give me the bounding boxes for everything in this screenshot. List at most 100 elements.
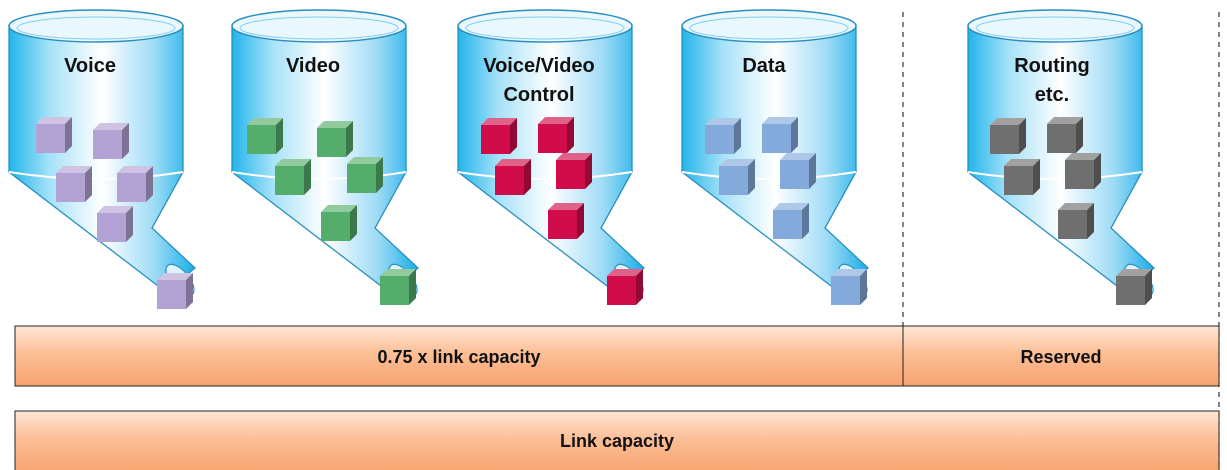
cube-front-face bbox=[1058, 210, 1087, 239]
cube-top-face bbox=[97, 206, 133, 213]
cube-side-face bbox=[791, 117, 798, 153]
cube-top-face bbox=[56, 166, 92, 173]
funnel-seam bbox=[8, 171, 184, 180]
funnel-seam bbox=[231, 171, 407, 180]
funnel-rim bbox=[8, 9, 184, 43]
reserved-capacity-bar bbox=[902, 325, 1220, 387]
cube-side-face bbox=[734, 118, 741, 154]
cube-front-face bbox=[380, 276, 409, 305]
cube-front-face bbox=[93, 130, 122, 159]
packet-cube bbox=[347, 157, 383, 193]
cube-top-face bbox=[117, 166, 153, 173]
cube-top-face bbox=[1047, 117, 1083, 124]
packet-cube bbox=[773, 203, 809, 239]
cube-front-face bbox=[762, 124, 791, 153]
packet-cube bbox=[317, 121, 353, 157]
cube-top-face bbox=[275, 159, 311, 166]
funnel-body bbox=[681, 25, 869, 293]
funnel-body bbox=[967, 25, 1155, 293]
cube-side-face bbox=[510, 118, 517, 154]
cube-side-face bbox=[1076, 117, 1083, 153]
cube-front-face bbox=[275, 166, 304, 195]
cube-side-face bbox=[860, 269, 867, 305]
cube-side-face bbox=[350, 205, 357, 241]
packet-cube bbox=[321, 205, 357, 241]
funnel-video bbox=[231, 9, 419, 297]
cube-top-face bbox=[481, 118, 517, 125]
packet-cube bbox=[93, 123, 129, 159]
cube-front-face bbox=[1004, 166, 1033, 195]
reserved-label: Reserved bbox=[1020, 347, 1101, 367]
packet-cube bbox=[380, 269, 416, 305]
funnel-seam bbox=[967, 171, 1143, 180]
cube-side-face bbox=[577, 203, 584, 239]
cube-front-face bbox=[56, 173, 85, 202]
cube-side-face bbox=[1033, 159, 1040, 195]
packet-cube bbox=[607, 269, 643, 305]
cube-front-face bbox=[117, 173, 146, 202]
packet-cube bbox=[36, 117, 72, 153]
cube-front-face bbox=[321, 212, 350, 241]
cube-front-face bbox=[705, 125, 734, 154]
cube-side-face bbox=[304, 159, 311, 195]
packet-cube bbox=[247, 118, 283, 154]
queue-label-voice: Voice bbox=[64, 55, 116, 77]
packet-cube bbox=[1065, 153, 1101, 189]
cube-front-face bbox=[773, 210, 802, 239]
funnel-rim bbox=[231, 9, 407, 43]
cube-top-face bbox=[247, 118, 283, 125]
cube-top-face bbox=[36, 117, 72, 124]
cube-front-face bbox=[780, 160, 809, 189]
cube-top-face bbox=[1058, 203, 1094, 210]
packet-cube bbox=[538, 117, 574, 153]
cube-front-face bbox=[607, 276, 636, 305]
funnel-rim-inner bbox=[975, 16, 1135, 40]
cube-side-face bbox=[85, 166, 92, 202]
cube-front-face bbox=[831, 276, 860, 305]
cube-side-face bbox=[636, 269, 643, 305]
funnel-rim-inner bbox=[689, 16, 849, 40]
link-capacity-label: Link capacity bbox=[560, 431, 674, 451]
funnel-voice-video-control bbox=[457, 9, 645, 297]
cube-front-face bbox=[1065, 160, 1094, 189]
cube-top-face bbox=[380, 269, 416, 276]
cube-side-face bbox=[376, 157, 383, 193]
cubes-voice bbox=[36, 117, 193, 309]
cube-side-face bbox=[409, 269, 416, 305]
packet-cube bbox=[719, 159, 755, 195]
packet-cube bbox=[56, 166, 92, 202]
cube-top-face bbox=[317, 121, 353, 128]
packet-cube bbox=[548, 203, 584, 239]
funnel-rim bbox=[681, 9, 857, 43]
funnel-routing bbox=[967, 9, 1155, 297]
cube-top-face bbox=[548, 203, 584, 210]
cube-top-face bbox=[773, 203, 809, 210]
cube-top-face bbox=[495, 159, 531, 166]
cube-side-face bbox=[1087, 203, 1094, 239]
cube-top-face bbox=[705, 118, 741, 125]
link-capacity-bar bbox=[14, 410, 1220, 470]
cube-front-face bbox=[1047, 124, 1076, 153]
packet-cube bbox=[495, 159, 531, 195]
packet-cube bbox=[1116, 269, 1152, 305]
cube-side-face bbox=[186, 273, 193, 309]
packet-cube bbox=[780, 153, 816, 189]
cube-front-face bbox=[36, 124, 65, 153]
packet-cube bbox=[1047, 117, 1083, 153]
cubes-data bbox=[705, 117, 867, 305]
funnel-rim-inner bbox=[239, 16, 399, 40]
cube-top-face bbox=[157, 273, 193, 280]
cube-top-face bbox=[990, 118, 1026, 125]
cube-top-face bbox=[607, 269, 643, 276]
funnel-rim-inner bbox=[465, 16, 625, 40]
queue-label-voice-video-control-line2: Control bbox=[503, 84, 574, 106]
packet-cube bbox=[831, 269, 867, 305]
cube-side-face bbox=[346, 121, 353, 157]
cube-front-face bbox=[347, 164, 376, 193]
cube-front-face bbox=[719, 166, 748, 195]
cube-front-face bbox=[538, 124, 567, 153]
cube-front-face bbox=[495, 166, 524, 195]
cube-side-face bbox=[1094, 153, 1101, 189]
